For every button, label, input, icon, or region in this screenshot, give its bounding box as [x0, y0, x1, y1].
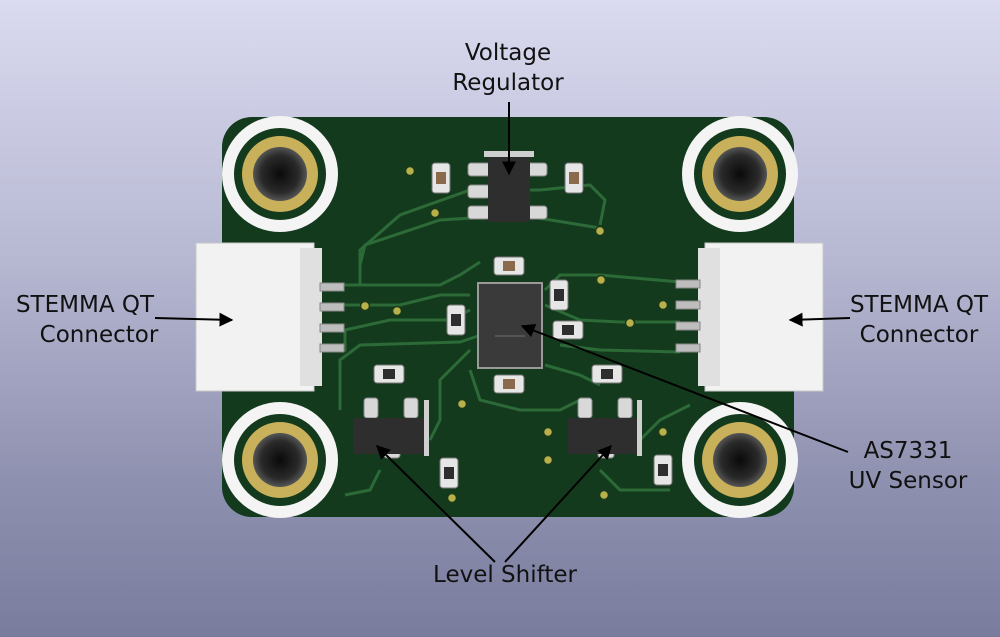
label-voltage-regulator: Voltage Regulator: [452, 40, 564, 96]
uv-sensor-chip: [477, 282, 543, 369]
label-stemma-right: STEMMA QT Connector: [849, 292, 989, 348]
stemma-connector-right: [675, 242, 824, 392]
label-stemma-left: STEMMA QT Connector: [15, 292, 159, 348]
stemma-connector-left: [195, 242, 345, 392]
arrow-stemma-right: [788, 312, 851, 327]
pcb-vias: [359, 165, 669, 504]
passive-components: [373, 162, 673, 489]
arrow-stemma-left: [154, 312, 234, 327]
arrow-uv-sensor: [520, 324, 849, 453]
callout-arrows: [154, 102, 851, 563]
label-uv-sensor: AS7331 UV Sensor: [848, 438, 968, 494]
arrow-level-shifter-left: [376, 445, 496, 563]
arrow-level-shifter-right: [504, 444, 612, 563]
mounting-holes: [222, 116, 798, 518]
label-level-shifter: Level Shifter: [433, 562, 577, 588]
